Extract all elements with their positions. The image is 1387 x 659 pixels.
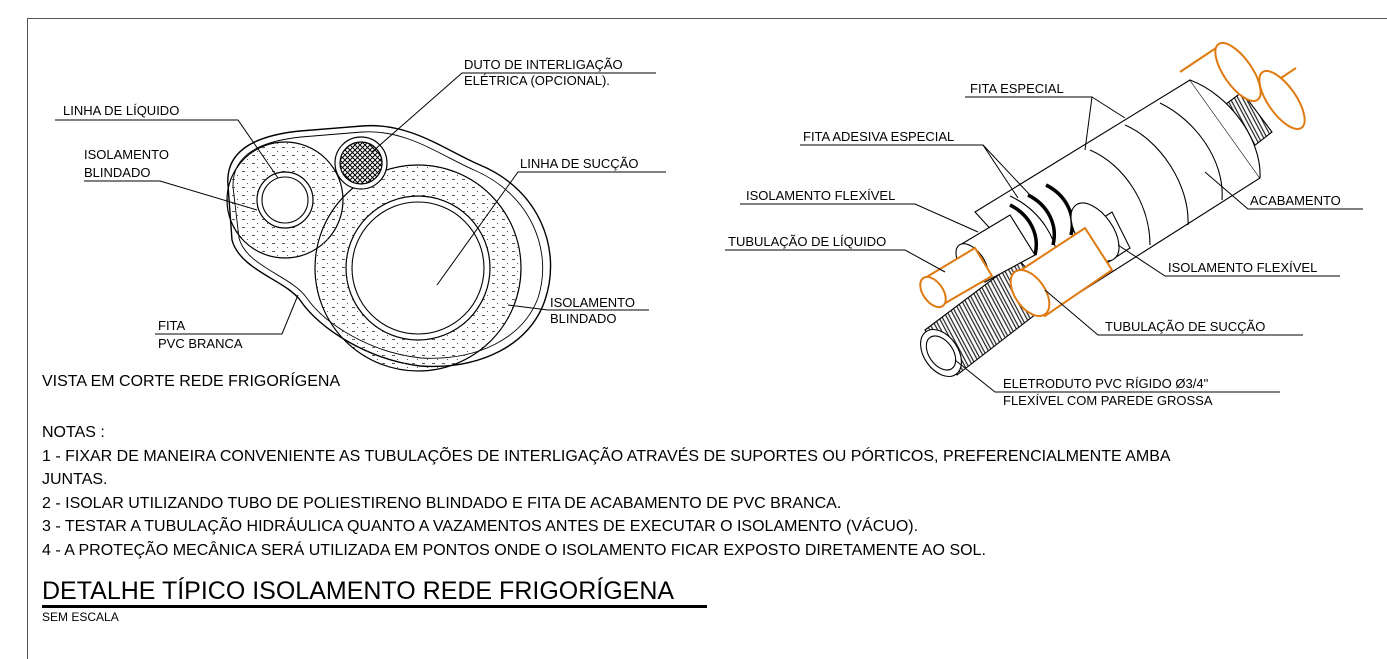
note-4: 4 - A PROTEÇÃO MECÂNICA SERÁ UTILIZADA E… bbox=[42, 541, 986, 559]
technical-drawing bbox=[55, 42, 1363, 393]
note-1-cont: JUNTAS. bbox=[42, 471, 108, 488]
detail-title: DETALHE TÍPICO ISOLAMENTO REDE FRIGORÍGE… bbox=[42, 577, 675, 605]
tape-label-2: PVC BRANCA bbox=[158, 336, 243, 351]
drawing-frame bbox=[27, 18, 1387, 659]
section-view bbox=[55, 72, 666, 372]
electrical-duct bbox=[339, 141, 383, 185]
special-adhesive-tape-label: FITA ADESIVA ESPECIAL bbox=[803, 129, 955, 144]
scale-label: SEM ESCALA bbox=[42, 610, 119, 624]
section-leaders bbox=[55, 72, 666, 335]
suction-pipe-label: TUBULAÇÃO DE SUCÇÃO bbox=[1105, 319, 1266, 334]
liquid-line-label: LINHA DE LÍQUIDO bbox=[63, 103, 180, 118]
section-caption: VISTA EM CORTE REDE FRIGORÍGENA bbox=[42, 373, 341, 390]
duct-label-2: ELÉTRICA (OPCIONAL). bbox=[464, 73, 610, 88]
note-2: 2 - ISOLAR UTILIZANDO TUBO DE POLIESTIRE… bbox=[42, 494, 842, 512]
flexible-insulation-right-label: ISOLAMENTO FLEXÍVEL bbox=[1168, 260, 1318, 275]
note-3: 3 - TESTAR A TUBULAÇÃO HIDRÁULICA QUANTO… bbox=[42, 518, 919, 535]
isometric-view bbox=[725, 42, 1363, 393]
insulation-left-label-1: ISOLAMENTO bbox=[84, 147, 170, 162]
conduit-label-2: FLEXÍVEL COM PAREDE GROSSA bbox=[1003, 393, 1213, 408]
liquid-pipe-label: TUBULAÇÃO DE LÍQUIDO bbox=[728, 234, 887, 249]
flexible-insulation-left-label: ISOLAMENTO FLEXÍVEL bbox=[746, 188, 896, 203]
note-1: 1 - FIXAR DE MANEIRA CONVENIENTE AS TUBU… bbox=[42, 447, 1171, 465]
conduit-label-1: ELETRODUTO PVC RÍGIDO Ø3/4" bbox=[1003, 376, 1209, 391]
insulation-right-label-2: BLINDADO bbox=[550, 311, 617, 326]
title-underline bbox=[42, 605, 707, 608]
suction-line-pipe bbox=[351, 201, 485, 335]
tape-label-1: FITA bbox=[158, 318, 186, 333]
special-tape-label: FITA ESPECIAL bbox=[970, 81, 1064, 96]
insulation-left-label-2: BLINDADO bbox=[84, 165, 151, 180]
suction-line-label: LINHA DE SUCÇÃO bbox=[520, 156, 639, 171]
finishing-label: ACABAMENTO bbox=[1250, 193, 1341, 208]
notes-block: NOTAS : 1 - FIXAR DE MANEIRA CONVENIENTE… bbox=[42, 421, 1171, 562]
notes-heading: NOTAS : bbox=[42, 424, 105, 441]
insulation-right-label-1: ISOLAMENTO bbox=[550, 295, 636, 310]
pvc-tape-envelope bbox=[227, 124, 552, 368]
iso-leaders bbox=[725, 96, 1363, 393]
liquid-line-pipe bbox=[261, 176, 309, 224]
duct-label-1: DUTO DE INTERLIGAÇÃO bbox=[464, 57, 623, 72]
